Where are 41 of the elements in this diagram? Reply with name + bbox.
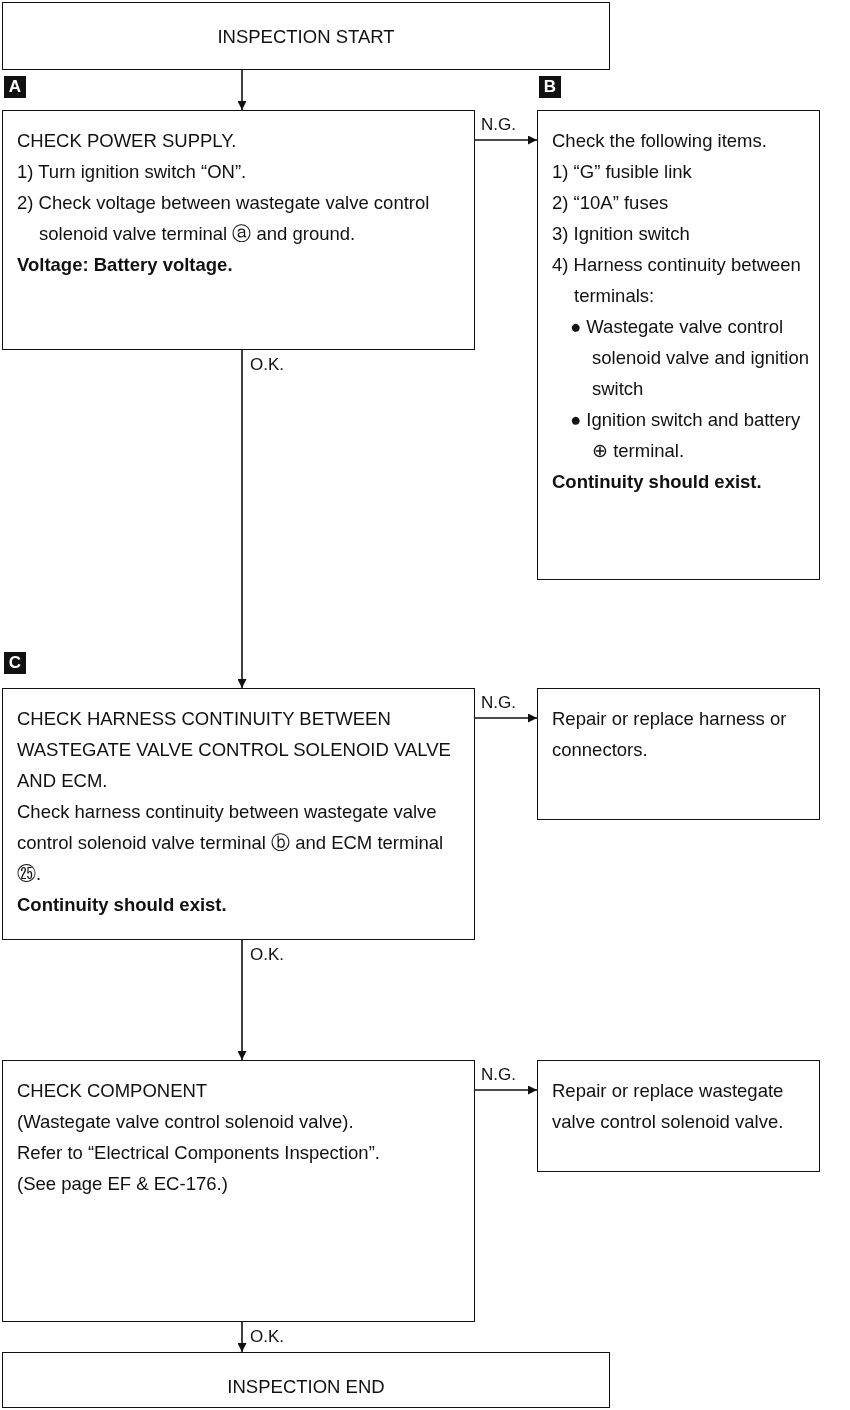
process-box: [537, 1060, 820, 1172]
step-text: Voltage: Battery voltage.: [17, 253, 234, 277]
process-box: [2, 688, 475, 940]
process-box: [537, 110, 820, 580]
step-text: ● Ignition switch and battery ⊕ terminal.: [569, 408, 802, 463]
step-heading: Repair or replace harness or connectors.: [552, 707, 788, 762]
step-text: 1) “G” fusible link: [552, 160, 693, 184]
step-text: Refer to “Electrical Components Inspection”.: [17, 1141, 381, 1165]
step-text: Continuity should exist.: [552, 470, 763, 494]
process-box: [2, 1060, 475, 1322]
process-box: [2, 1352, 610, 1408]
step-text: 3) Ignition switch: [552, 222, 691, 246]
step-heading: CHECK POWER SUPPLY.: [17, 129, 238, 153]
step-text: INSPECTION END: [226, 1375, 386, 1399]
arrow: [237, 939, 247, 1061]
arrow: [237, 1321, 247, 1353]
step-text: 4) Harness continuity between terminals:: [552, 253, 802, 308]
step-letter-badge: B: [539, 76, 561, 98]
step-text: (Wastegate valve control solenoid valve).: [17, 1110, 355, 1134]
arrow: [474, 713, 538, 723]
step-heading: Repair or replace wastegate valve control solenoid valve.: [552, 1079, 785, 1134]
step-text: (See page EF & EC-176.): [17, 1172, 229, 1196]
step-text: ● Wastegate valve control solenoid valve and ignition switch: [569, 315, 809, 401]
step-text: Continuity should exist.: [17, 893, 228, 917]
arrow: [474, 1085, 538, 1095]
arrow: [237, 349, 247, 689]
step-letter-badge: C: [4, 652, 26, 674]
process-box: [2, 110, 475, 350]
step-text: 1) Turn ignition switch “ON”.: [17, 160, 248, 184]
step-letter-badge: A: [4, 76, 26, 98]
arrow: [237, 69, 247, 111]
step-text: 2) “10A” fuses: [552, 191, 670, 215]
step-heading: CHECK COMPONENT: [17, 1079, 209, 1103]
process-box: [2, 2, 610, 70]
step-text: Check harness continuity between wastegate valve control solenoid valve terminal ⓑ and ECM terminal ㉕.: [17, 800, 445, 886]
step-heading: Check the following items.: [552, 129, 768, 153]
arrow: [474, 135, 538, 145]
process-box: [537, 688, 820, 820]
step-heading: CHECK HARNESS CONTINUITY BETWEEN WASTEGATE VALVE CONTROL SOLENOID VALVE AND ECM.: [17, 707, 452, 793]
step-text: 2) Check voltage between wastegate valve control solenoid valve terminal ⓐ and ground.: [17, 191, 431, 246]
step-text: INSPECTION START: [216, 25, 396, 49]
